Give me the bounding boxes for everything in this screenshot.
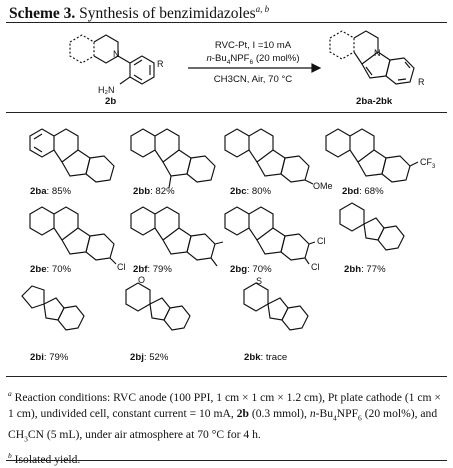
atom-n-product: N (374, 48, 381, 58)
condition-line-1: RVC-Pt, I =10 mA (214, 40, 292, 51)
product-general-structure: N R (329, 30, 425, 87)
scheme-title: Scheme 3. Synthesis of benzimidazolesa, … (9, 4, 269, 23)
bottom-rule (6, 460, 447, 461)
structure-2bc (224, 128, 314, 185)
label-2bh: 2bh: 77% (344, 264, 386, 275)
label-2bg: 2bg: 70% (230, 264, 272, 275)
structure-2be (29, 206, 117, 265)
label-2bc: 2bc: 80% (230, 186, 272, 197)
footnote-a: a Reaction conditions: RVC anode (100 PP… (8, 389, 441, 444)
atom-nh2: H₂N (98, 85, 115, 95)
scheme-title-text: Synthesis of benzimidazoles (79, 5, 256, 23)
structure-2bf (130, 206, 224, 267)
label-2bi: 2bi: 79% (30, 352, 69, 363)
substituent-cl-2be: Cl (117, 262, 126, 272)
label-2bj: 2bj: 52% (130, 352, 169, 363)
substituent-cl-2bg-1: Cl (317, 236, 326, 246)
label-2bk: 2bk: trace (244, 352, 288, 363)
footnotes: a Reaction conditions: RVC anode (100 PP… (8, 386, 446, 468)
structure-2bg (224, 206, 316, 265)
substituent-ome: OMe (313, 181, 333, 191)
structure-2bb (130, 128, 216, 189)
scheme-label: Scheme 3. (9, 5, 76, 23)
top-rule (6, 22, 447, 23)
heteroatom-s-2bk: S (256, 276, 263, 286)
reaction-divider (6, 112, 447, 113)
label-2bb: 2bb: 82% (133, 186, 175, 197)
atom-r-reactant: R (157, 59, 164, 69)
condition-line-3: CH3CN, Air, 70 °C (213, 74, 293, 85)
substituent-cl-2bg-2: Cl (311, 262, 320, 272)
structure-2bi (21, 285, 85, 331)
label-2be: 2be: 70% (30, 264, 72, 275)
reactant-label: 2b (105, 96, 117, 107)
reactant-structure: N H₂N R (69, 34, 322, 95)
structure-2bd (325, 128, 419, 183)
structure-2bk (243, 282, 309, 331)
atom-n-reactant: N (113, 49, 120, 59)
atom-r-product: R (418, 77, 425, 87)
product-structures (21, 128, 419, 331)
heteroatom-o-2bj: O (138, 275, 146, 285)
label-2ba: 2ba: 85% (30, 186, 72, 197)
label-2bd: 2bd: 68% (342, 186, 384, 197)
substituent-cf3: CF3 (420, 157, 436, 170)
footnote-b: b Isolated yield. (8, 450, 81, 466)
structure-2bj (125, 282, 191, 331)
product-range-label: 2ba-2bk (356, 96, 393, 107)
structure-2bh (339, 202, 405, 251)
structure-2ba (29, 128, 115, 183)
condition-line-2: n-Bu4NPF6 (20 mol%) (206, 53, 300, 66)
label-2bf: 2bf: 79% (133, 264, 172, 275)
footnote-divider (6, 376, 447, 377)
scheme-title-footnote-marks: a, b (255, 4, 270, 14)
